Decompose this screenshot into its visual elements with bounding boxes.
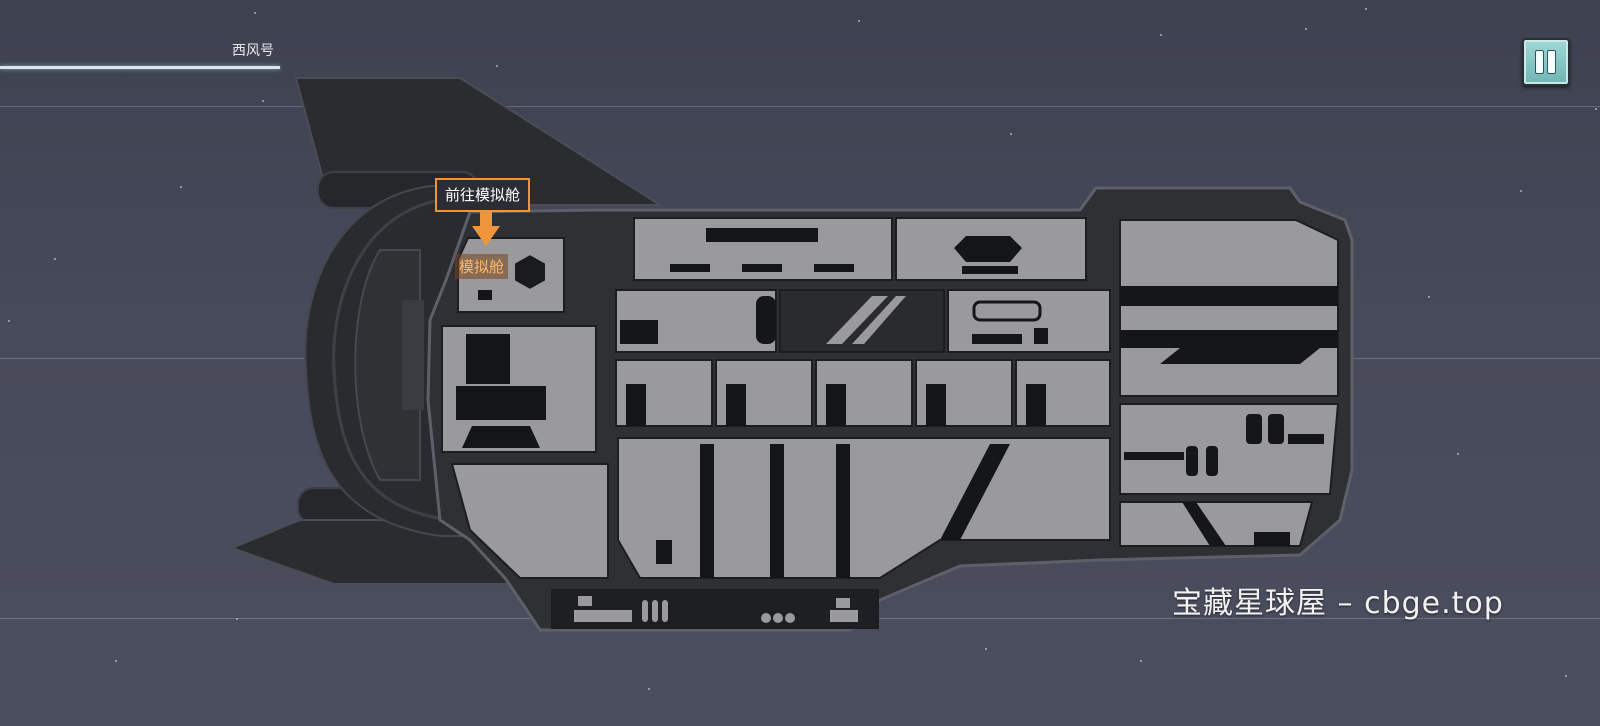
watermark-text: 宝藏星球屋 – cbge.top bbox=[1172, 586, 1504, 621]
room-lower-left[interactable] bbox=[450, 463, 609, 579]
simulation-pod-icon bbox=[513, 252, 547, 292]
down-arrow-icon bbox=[472, 212, 500, 246]
pause-button[interactable] bbox=[1522, 38, 1570, 86]
go-to-simulation-pod-button[interactable]: 前往模拟舱 bbox=[435, 178, 531, 212]
simulation-pod-label[interactable]: 模拟舱 bbox=[455, 254, 509, 279]
ship-name-title: 西风号 bbox=[232, 43, 274, 59]
room-details bbox=[456, 228, 1338, 623]
room-control[interactable] bbox=[1119, 403, 1340, 495]
title-underline bbox=[0, 66, 280, 69]
room-front-cockpit[interactable] bbox=[1119, 219, 1339, 397]
ship-engine-section bbox=[229, 77, 664, 585]
room-bottom-strip[interactable] bbox=[551, 589, 879, 629]
background-line bbox=[0, 106, 1600, 107]
